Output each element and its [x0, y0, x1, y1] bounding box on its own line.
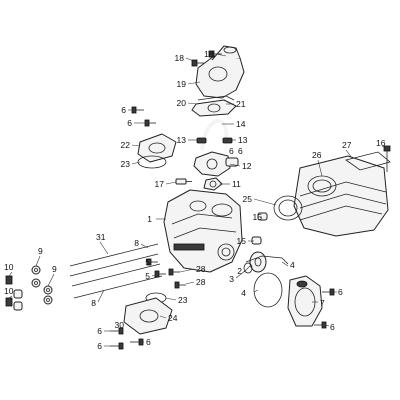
stud-bolt: [383, 145, 391, 172]
callout-p31: 31: [96, 232, 106, 242]
callout-p6c: 6: [238, 146, 243, 156]
small-bolt: [174, 281, 186, 289]
callout-p6d: 6: [338, 287, 343, 297]
callout-p15a: 15: [253, 212, 263, 222]
callout-p28b: 28: [196, 277, 206, 287]
plug: [251, 236, 262, 245]
intake-gasket: [197, 95, 235, 101]
callout-p4a: 4: [290, 260, 295, 270]
thermostat-housing: [193, 151, 239, 177]
callout-p15b: 15: [237, 236, 247, 246]
intake-manifold: [195, 45, 245, 99]
callout-p7: 7: [320, 298, 325, 308]
callout-p17: 17: [155, 179, 165, 189]
callout-p19: 19: [177, 79, 187, 89]
callout-p16: 16: [376, 138, 386, 148]
washer-nut: [43, 295, 53, 305]
cylinder-base-gasket: [345, 151, 391, 171]
small-bolt: [154, 270, 166, 278]
sprocket-gasket: [245, 255, 289, 265]
callout-p21: 21: [236, 99, 246, 109]
callout-p28a: 28: [196, 264, 206, 274]
callout-p5b: 5: [145, 271, 150, 281]
callout-p2: 2: [237, 266, 242, 276]
callout-p8b: 8: [91, 298, 96, 308]
sprocket-washer: [243, 262, 253, 274]
long-stud: [73, 275, 163, 299]
cam-sprocket: [249, 251, 267, 273]
end-cover: [287, 275, 323, 327]
end-cover-bolt: [322, 288, 335, 296]
long-stud: [71, 263, 161, 287]
manifold-bolt: [191, 59, 204, 67]
intake-insulator: [191, 99, 237, 117]
callout-p9a: 9: [38, 246, 43, 256]
callout-p6e: 6: [330, 322, 335, 332]
callout-p12: 12: [242, 161, 252, 171]
hose-clamp: [196, 137, 207, 144]
callout-p13b: 13: [238, 135, 248, 145]
washer-nut: [31, 278, 41, 288]
callout-p1: 1: [147, 214, 152, 224]
callout-p6a: 6: [121, 105, 126, 115]
cylinder-block: [293, 155, 389, 237]
callout-p6h: 6: [146, 337, 151, 347]
callout-p22: 22: [121, 140, 131, 150]
long-stud: [69, 243, 159, 267]
callout-p26: 26: [312, 150, 322, 160]
callout-labels: 1 2 3 4 4 5 5 6 6 6 6 6 6 6 6 6 7 8 8 9 …: [4, 49, 386, 351]
callout-p6b: 6: [127, 118, 132, 128]
callout-p18b: 18: [204, 49, 214, 59]
callout-p9b: 9: [52, 264, 57, 274]
hose-clamp: [222, 137, 233, 144]
cover-bolt: [144, 119, 156, 127]
callout-p5a: 5: [145, 257, 150, 267]
cover-o-ring: [137, 155, 167, 169]
small-bolt: [168, 268, 180, 276]
dowel-pin: [5, 297, 13, 307]
plug: [257, 212, 268, 221]
callout-p24: 24: [168, 313, 178, 323]
cap-nut: [13, 289, 23, 299]
callout-p23a: 23: [121, 159, 131, 169]
callout-p6f: 6: [97, 326, 102, 336]
callout-p27: 27: [342, 140, 352, 150]
cylinder-head: [163, 189, 243, 273]
end-cover-bolt: [314, 321, 327, 329]
callout-p6g: 6: [97, 341, 102, 351]
callout-p25: 25: [243, 194, 253, 204]
callout-p4b: 4: [241, 288, 246, 298]
callout-p8a: 8: [134, 238, 139, 248]
washer-nut: [31, 265, 41, 275]
callout-p11: 11: [232, 179, 241, 189]
washer-nut: [43, 285, 53, 295]
callout-p14: 14: [236, 119, 246, 129]
water-hose: [200, 119, 229, 151]
cover-o-ring-large: [253, 272, 283, 308]
dowel-pin: [5, 275, 13, 285]
callout-p10a: 10: [4, 262, 14, 272]
callout-p30: 30: [115, 320, 125, 330]
callout-p10b: 10: [4, 286, 14, 296]
callout-p13a: 13: [177, 135, 187, 145]
callout-p6i: 6: [229, 146, 234, 156]
callout-p20: 20: [177, 98, 187, 108]
callout-p18a: 18: [175, 53, 185, 63]
callout-p23b: 23: [178, 295, 188, 305]
temperature-sensor: [203, 177, 223, 191]
spark-plug: [175, 178, 192, 185]
bottom-bolt: [110, 327, 124, 335]
callout-p3: 3: [229, 274, 234, 284]
cap-nut: [13, 301, 23, 311]
leader-lines: [8, 53, 387, 347]
water-pump-cover: [123, 297, 173, 335]
long-stud: [69, 253, 159, 277]
side-cover: [137, 133, 177, 163]
bottom-bolt: [110, 342, 124, 350]
cylinder-head-gasket: [273, 195, 303, 221]
